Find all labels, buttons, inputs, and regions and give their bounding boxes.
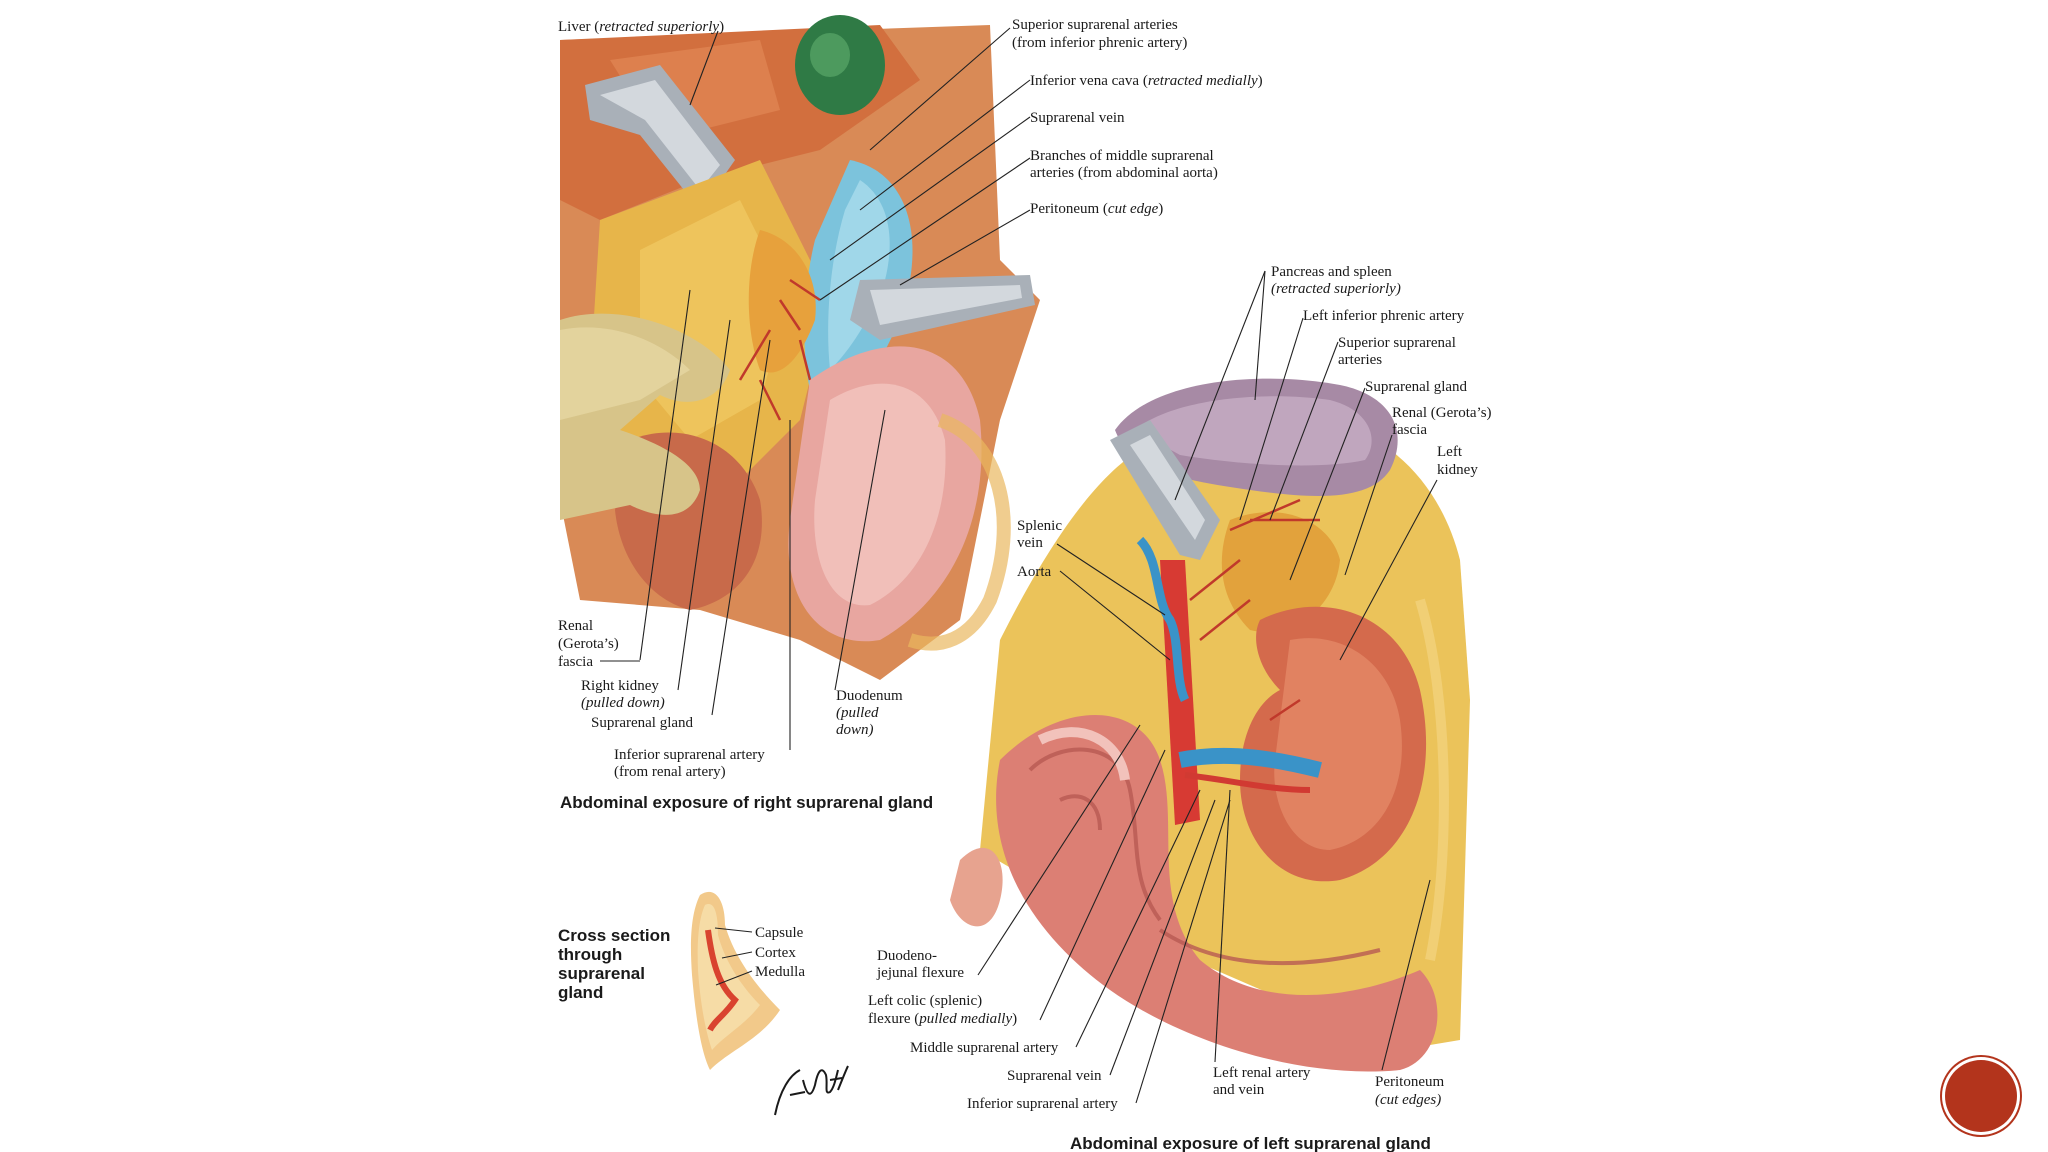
label-superior-suprarenal-arteries-source: (from inferior phrenic artery)	[1012, 35, 1187, 51]
caption-left-suprarenal: Abdominal exposure of left suprarenal gl…	[1070, 1134, 1431, 1152]
label-inferior-vena-cava: Inferior vena cava (retracted medially)	[1030, 73, 1263, 89]
label-superior-suprarenal-arteries-left-2: arteries	[1338, 352, 1382, 368]
right-panel-leader-lines	[639, 27, 1031, 750]
label-duodenum-pulled: (pulled	[836, 705, 879, 721]
cross-section-title-1: Cross section	[558, 926, 670, 945]
cross-section-labels: Cross section through suprarenal gland C…	[558, 925, 805, 1002]
label-aorta: Aorta	[1017, 564, 1051, 580]
label-medulla: Medulla	[755, 964, 805, 980]
label-superior-suprarenal-arteries: Superior suprarenal arteries	[1012, 17, 1178, 33]
label-duodenum: Duodenum	[836, 688, 903, 704]
label-inferior-suprarenal-artery-left: Inferior suprarenal artery	[967, 1096, 1118, 1112]
label-left-colic-flexure: Left colic (splenic)	[868, 993, 982, 1009]
label-inferior-suprarenal-artery-source: (from renal artery)	[614, 764, 726, 780]
label-left-colic-flexure-2: flexure (pulled medially)	[868, 1011, 1017, 1027]
cross-section-title-4: gland	[558, 983, 603, 1002]
label-pancreas-spleen: Pancreas and spleen	[1271, 264, 1392, 280]
next-slide-button[interactable]	[1945, 1060, 2017, 1132]
label-left-renal-artery-vein-2: and vein	[1213, 1082, 1265, 1098]
caption-right-suprarenal: Abdominal exposure of right suprarenal g…	[560, 793, 933, 812]
label-left-kidney-2: kidney	[1437, 462, 1478, 478]
label-peritoneum-cut-edge: Peritoneum (cut edge)	[1030, 201, 1163, 217]
label-capsule: Capsule	[755, 925, 804, 941]
right-panel-labels: Liver (retracted superiorly) Superior su…	[558, 17, 1263, 812]
label-duodenojejunal-2: jejunal flexure	[876, 965, 964, 981]
cross-section-illustration	[690, 891, 780, 1070]
label-suprarenal-vein: Suprarenal vein	[1030, 110, 1125, 126]
label-suprarenal-gland-left: Suprarenal gland	[1365, 379, 1468, 395]
label-renal-fascia-right-2: (Gerota’s)	[558, 636, 619, 652]
label-renal-fascia-right: Renal	[558, 618, 593, 634]
label-right-kidney: Right kidney	[581, 678, 659, 694]
cross-section-title-2: through	[558, 945, 622, 964]
label-middle-suprarenal-branches-source: arteries (from abdominal aorta)	[1030, 165, 1218, 181]
label-suprarenal-vein-left: Suprarenal vein	[1007, 1068, 1102, 1084]
label-renal-fascia-right-3: fascia	[558, 654, 593, 670]
label-superior-suprarenal-arteries-left: Superior suprarenal	[1338, 335, 1456, 351]
label-renal-fascia-left-2: fascia	[1392, 422, 1427, 438]
left-panel-labels: Pancreas and spleen (retracted superiorl…	[868, 264, 1492, 1152]
left-suprarenal-illustration	[950, 378, 1470, 1072]
label-splenic-vein-2: vein	[1017, 535, 1043, 551]
label-pancreas-spleen-retracted: (retracted superiorly)	[1271, 281, 1401, 297]
label-renal-fascia-left: Renal (Gerota’s)	[1392, 405, 1492, 421]
label-duodenojejunal: Duodeno-	[877, 948, 937, 964]
label-middle-suprarenal-branches: Branches of middle suprarenal	[1030, 148, 1214, 164]
label-suprarenal-gland-right: Suprarenal gland	[591, 715, 694, 731]
left-panel-leader-lines	[977, 270, 1438, 1104]
label-right-kidney-pulled: (pulled down)	[581, 695, 665, 711]
right-suprarenal-illustration	[560, 15, 1040, 680]
label-peritoneum-cut-edges-2: (cut edges)	[1375, 1092, 1441, 1108]
label-left-kidney: Left	[1437, 444, 1463, 460]
label-left-renal-artery-vein: Left renal artery	[1213, 1065, 1311, 1081]
label-splenic-vein: Splenic	[1017, 518, 1062, 534]
label-cortex: Cortex	[755, 945, 796, 961]
artist-signature	[774, 1065, 849, 1116]
label-liver: Liver (retracted superiorly)	[558, 19, 724, 35]
label-duodenum-down: down)	[836, 722, 874, 738]
label-inferior-suprarenal-artery: Inferior suprarenal artery	[614, 747, 765, 763]
label-peritoneum-cut-edges: Peritoneum	[1375, 1074, 1444, 1090]
label-middle-suprarenal-artery: Middle suprarenal artery	[910, 1040, 1059, 1056]
label-left-inferior-phrenic: Left inferior phrenic artery	[1303, 308, 1465, 324]
cross-section-title-3: suprarenal	[558, 964, 645, 983]
